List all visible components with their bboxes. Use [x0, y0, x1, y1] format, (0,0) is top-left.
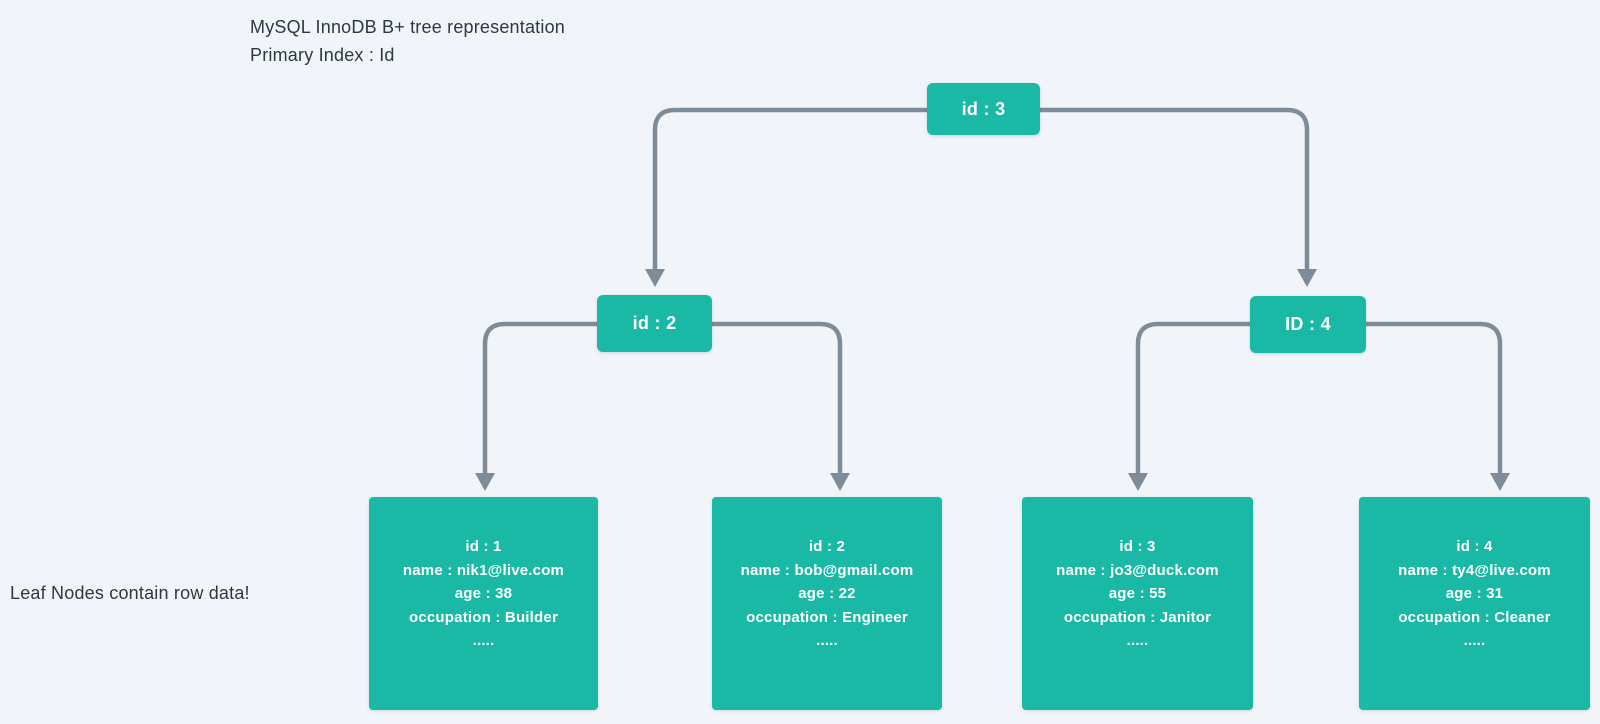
leaf-2-ellipsis: ..... [816, 632, 838, 650]
connector-line [1037, 107, 1310, 274]
leaf-4-age: age : 31 [1445, 585, 1504, 603]
arrowhead-down-icon [475, 473, 495, 491]
connector-line [652, 107, 930, 274]
node-internal-right: ID : 4 [1250, 296, 1366, 353]
leaf-4-name: name : ty4@live.com [1398, 561, 1551, 579]
connector-right-child-to-leaf-3 [1128, 321, 1253, 491]
title-line-2: Primary Index : Id [250, 45, 395, 65]
leaf-2-name: name : bob@gmail.com [740, 561, 914, 579]
leaf-1-occupation: occupation : Builder [408, 608, 558, 626]
leaf-2-occupation: occupation : Engineer [746, 608, 908, 626]
leaf-node-2: id : 2 name : bob@gmail.com age : 22 occ… [712, 497, 942, 710]
leaf-3-occupation: occupation : Janitor [1063, 608, 1212, 626]
node-root: id : 3 [927, 83, 1040, 135]
leaf-3-ellipsis: ..... [1126, 632, 1149, 650]
connector-left-child-to-leaf-1 [475, 321, 600, 491]
leaf-4-occupation: occupation : Cleaner [1398, 608, 1551, 626]
arrowhead-down-icon [830, 473, 850, 491]
leaf-1-name: name : nik1@live.com [402, 561, 565, 579]
leaf-4-ellipsis: ..... [1463, 632, 1486, 650]
node-internal-left: id : 2 [597, 295, 712, 352]
connector-right-child-to-leaf-4 [1363, 321, 1510, 491]
leaf-4-id: id : 4 [1456, 538, 1493, 555]
connector-line [1363, 321, 1503, 478]
arrowhead-down-icon [1128, 473, 1148, 491]
connector-line [1135, 321, 1253, 478]
connector-line [482, 321, 600, 478]
connector-root-to-right-child [1037, 107, 1317, 287]
leaf-node-4: id : 4 name : ty4@live.com age : 31 occu… [1359, 497, 1590, 710]
leaf-1-ellipsis: ..... [472, 632, 495, 650]
title-line-1: MySQL InnoDB B+ tree representation [250, 17, 565, 37]
leaf-2-id: id : 2 [808, 538, 846, 555]
arrowhead-down-icon [645, 269, 665, 287]
leaf-nodes-caption: Leaf Nodes contain row data! [10, 583, 250, 603]
diagram-title: MySQL InnoDB B+ tree representation Prim… [250, 13, 565, 69]
leaf-3-id: id : 3 [1119, 538, 1156, 555]
connector-left-child-to-leaf-2 [709, 321, 850, 491]
leaf-2-age: age : 22 [798, 585, 856, 603]
leaf-3-name: name : jo3@duck.com [1056, 561, 1219, 579]
arrowhead-down-icon [1490, 473, 1510, 491]
leaf-1-age: age : 38 [454, 585, 513, 603]
arrowhead-down-icon [1297, 269, 1317, 287]
connector-root-to-left-child [645, 107, 930, 287]
leaf-1-id: id : 1 [465, 538, 502, 555]
connector-line [709, 321, 843, 478]
leaf-3-age: age : 55 [1108, 585, 1167, 603]
leaf-node-1: id : 1 name : nik1@live.com age : 38 occ… [369, 497, 598, 710]
leaf-node-3: id : 3 name : jo3@duck.com age : 55 occu… [1022, 497, 1253, 710]
